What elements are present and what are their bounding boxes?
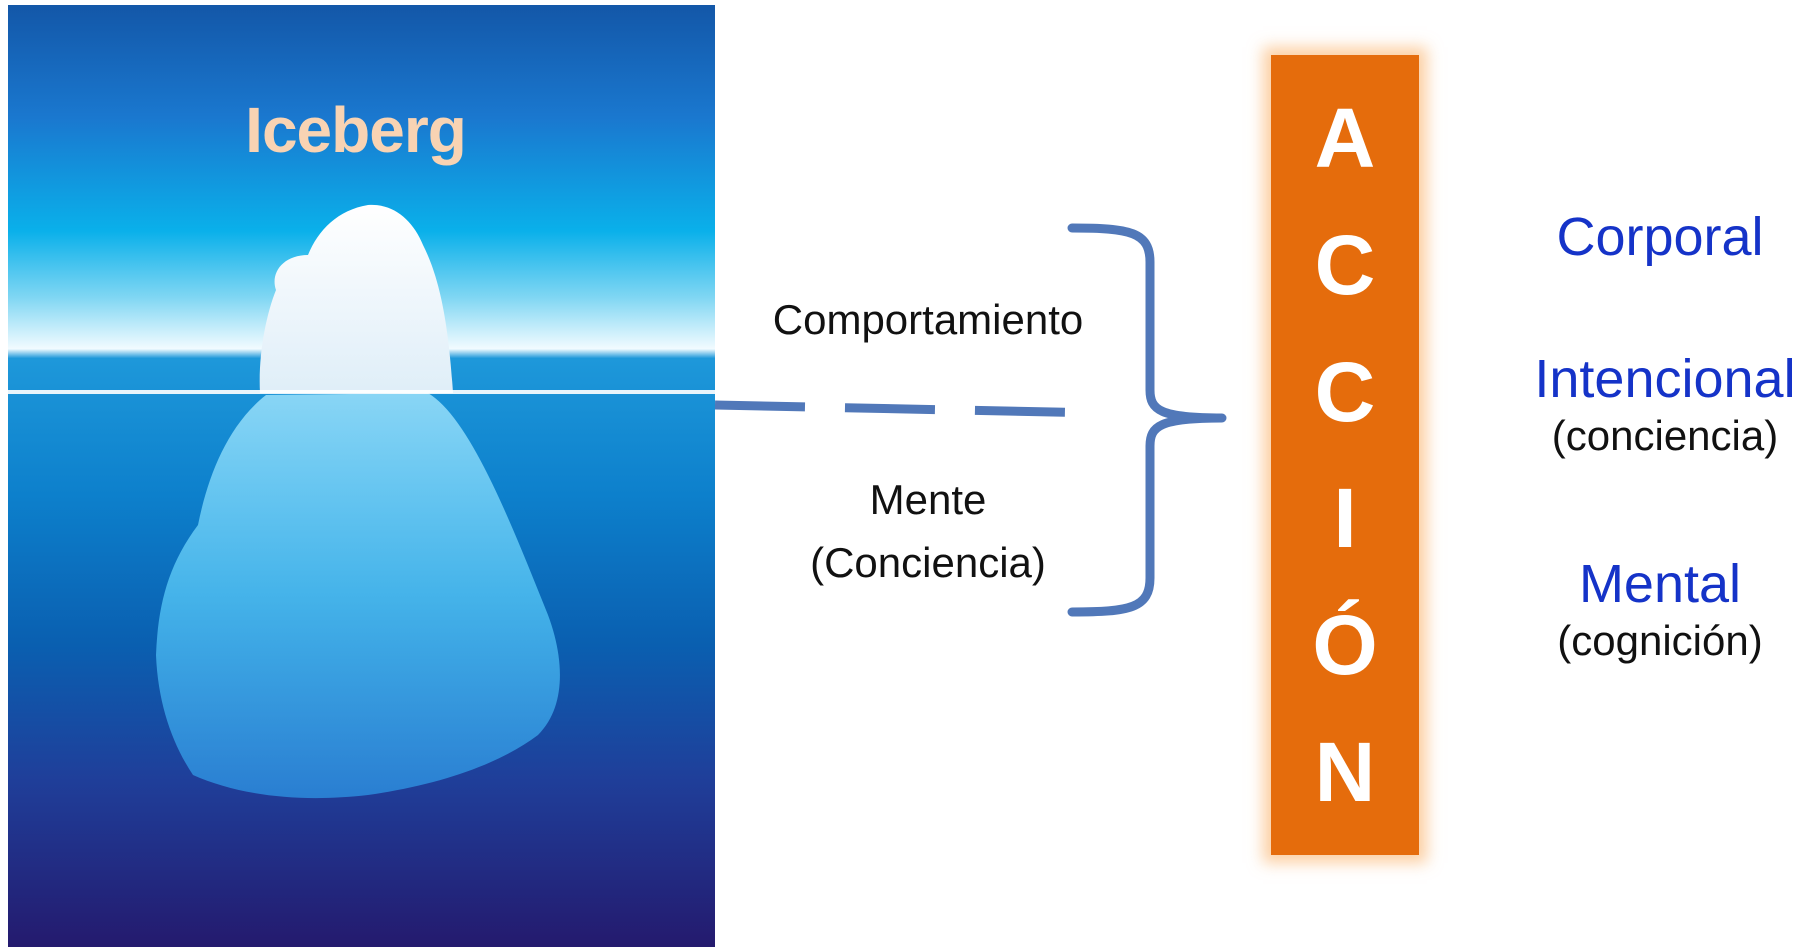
dashed-waterline: [714, 400, 1101, 418]
accion-letter: I: [1333, 471, 1357, 566]
type-mental: Mental (cognición): [1500, 553, 1814, 667]
label-behavior: Comportamiento: [772, 296, 1084, 343]
accion-letter: Ó: [1312, 597, 1378, 692]
iceberg-underwater: [156, 393, 560, 799]
iceberg-panel: Iceberg: [8, 5, 715, 947]
type-intencional: Intencional (conciencia): [1505, 348, 1814, 462]
type-name: Intencional: [1534, 349, 1796, 409]
accion-letter: C: [1314, 344, 1376, 439]
accion-letter: C: [1314, 217, 1376, 312]
panel-title: Iceberg: [245, 94, 467, 166]
type-name: Mental: [1578, 554, 1742, 614]
accion-letter: N: [1314, 724, 1376, 819]
iceberg-illustration: [8, 204, 715, 799]
type-name: Corporal: [1556, 207, 1764, 267]
label-mind: Mente (Conciencia): [728, 468, 1128, 594]
type-note: (cognición): [1557, 617, 1763, 664]
label-mind-line1: Mente: [869, 476, 987, 523]
type-corporal: Corporal: [1500, 206, 1814, 268]
accion-letter: A: [1314, 91, 1376, 186]
curly-brace: [1067, 223, 1227, 617]
label-mind-line2: (Conciencia): [810, 539, 1046, 586]
type-note: (conciencia): [1551, 412, 1779, 459]
iceberg-tip: [259, 204, 453, 393]
accion-box: A C C I Ó N: [1271, 55, 1419, 855]
waterline: [8, 390, 715, 394]
